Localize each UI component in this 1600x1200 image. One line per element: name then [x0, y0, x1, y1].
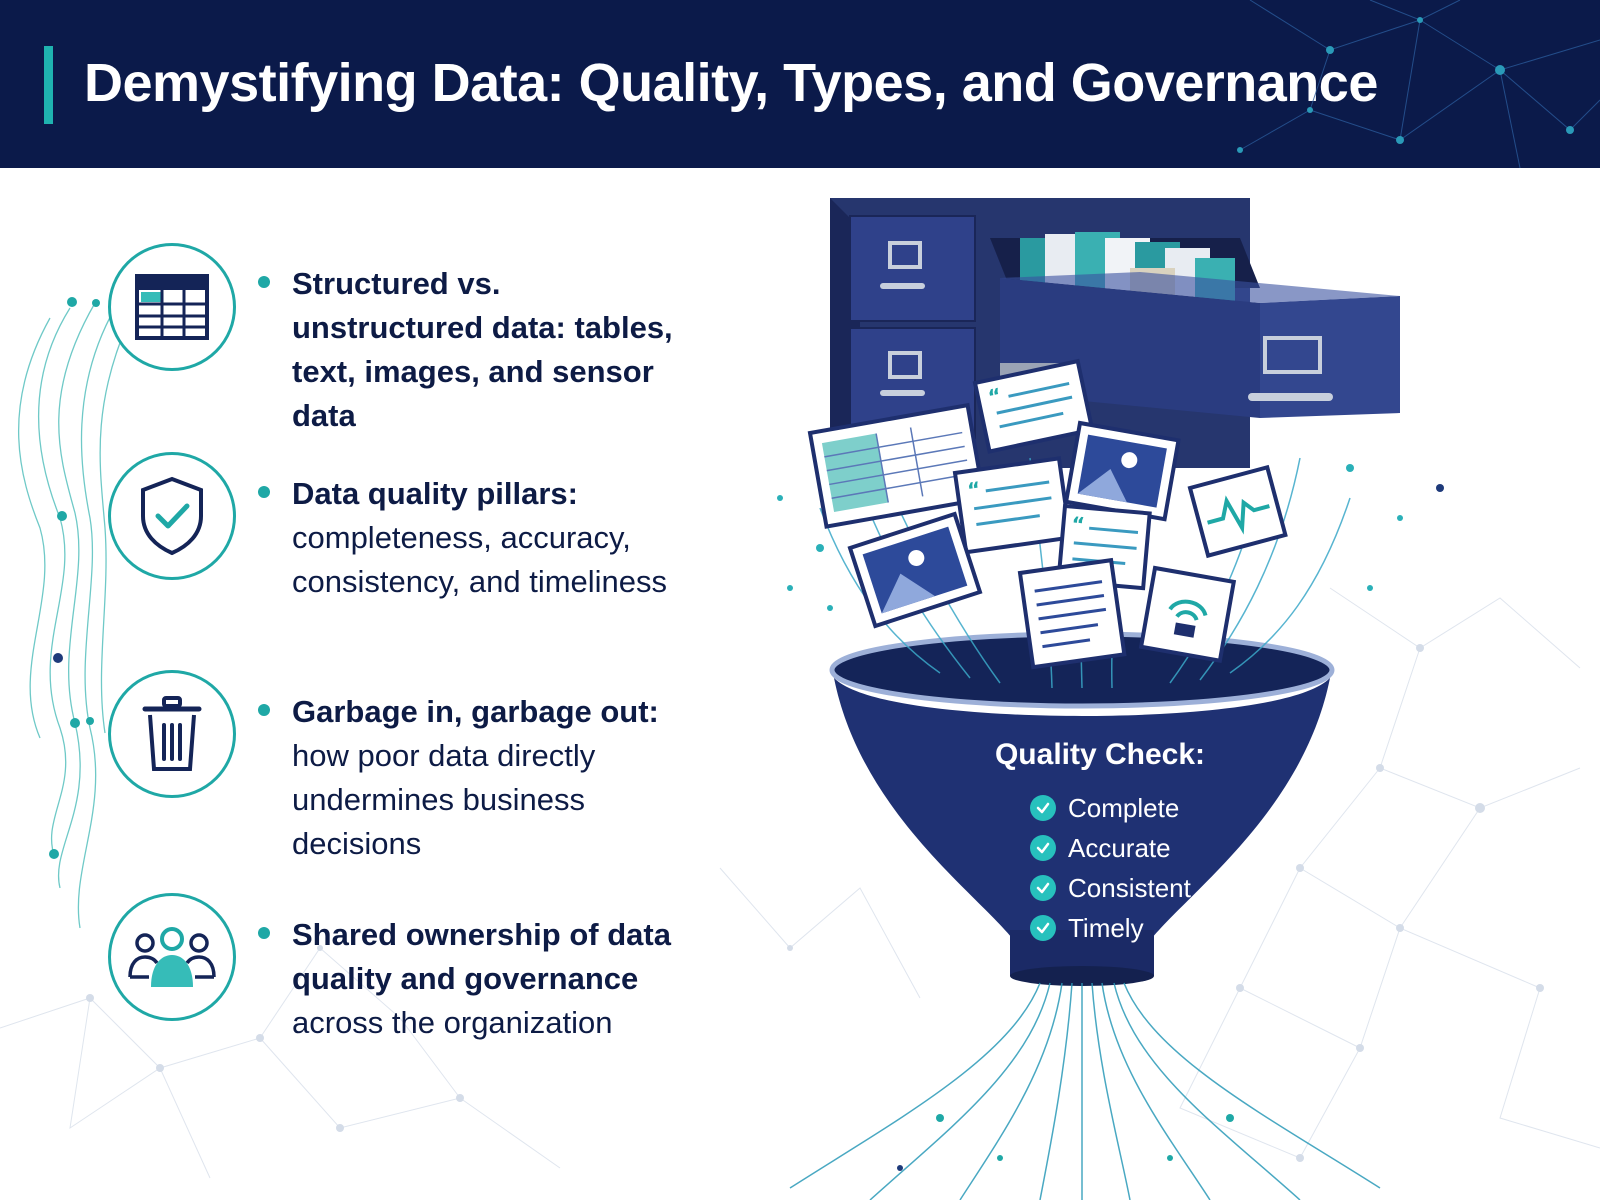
quality-check-label: Accurate — [1068, 832, 1171, 863]
point-lead: Data quality pillars: — [292, 476, 578, 511]
quality-check-item: Complete — [1030, 788, 1191, 828]
quality-check-item: Timely — [1030, 908, 1191, 948]
image-document — [847, 511, 983, 629]
quality-check-label: Consistent — [1068, 872, 1191, 903]
point-data-types: Structured vs. unstructured data: tables… — [258, 262, 698, 438]
check-circle-icon — [1030, 915, 1056, 941]
funnel — [829, 631, 1335, 986]
quality-check-item: Accurate — [1030, 828, 1191, 868]
svg-text:“: “ — [966, 477, 982, 503]
background-network — [0, 297, 1600, 1179]
point-lead: Garbage in, garbage out: — [292, 694, 659, 729]
quality-check-list: Complete Accurate Consistent Timely — [1030, 788, 1191, 948]
header-banner: Demystifying Data: Quality, Types, and G… — [0, 0, 1600, 168]
text-document: “ — [952, 456, 1073, 555]
page-title: Demystifying Data: Quality, Types, and G… — [84, 53, 1378, 113]
point-lead: Shared ownership of data quality and gov… — [292, 917, 671, 996]
point-detail: across the organization — [292, 1005, 613, 1040]
bullet — [258, 927, 270, 939]
people-group-icon — [128, 927, 216, 987]
sensor-document — [1187, 464, 1288, 559]
quality-check-item: Consistent — [1030, 868, 1191, 908]
bullet — [258, 486, 270, 498]
bullet — [258, 704, 270, 716]
text-document — [1017, 557, 1127, 670]
svg-text:“: “ — [1070, 512, 1085, 537]
point-detail: how poor data directly undermines busine… — [292, 738, 596, 861]
flying-documents: “ “ “ — [807, 358, 1288, 670]
bullet — [258, 276, 270, 288]
shield-icon-circle — [108, 452, 236, 580]
shield-check-icon — [141, 476, 203, 556]
image-document — [1063, 420, 1181, 522]
table-icon-circle — [108, 243, 236, 371]
text-document: “ — [972, 358, 1095, 454]
point-shared-ownership: Shared ownership of data quality and gov… — [258, 913, 698, 1045]
point-quality-pillars: Data quality pillars: completeness, accur… — [258, 472, 698, 604]
point-garbage-in: Garbage in, garbage out: how poor data di… — [258, 690, 698, 866]
network-decoration — [1237, 0, 1600, 168]
trash-icon-circle — [108, 670, 236, 798]
table-icon — [135, 274, 209, 340]
point-lead: Structured vs. unstructured data: tables… — [292, 266, 673, 433]
quality-check-title: Quality Check: — [994, 738, 1206, 771]
spreadsheet-document — [807, 402, 987, 529]
quality-check-label: Timely — [1068, 912, 1144, 943]
filing-cabinet — [830, 198, 1400, 468]
point-detail: completeness, accuracy, consistency, and… — [292, 520, 668, 599]
people-icon-circle — [108, 893, 236, 1021]
data-funnel-illustration: “ “ “ — [777, 198, 1444, 1200]
wireless-sensor-document — [1138, 565, 1237, 663]
trash-icon — [142, 696, 202, 771]
check-circle-icon — [1030, 835, 1056, 861]
check-circle-icon — [1030, 795, 1056, 821]
svg-text:“: “ — [986, 383, 1004, 409]
quality-check-label: Complete — [1068, 792, 1180, 823]
header-accent-bar — [44, 46, 53, 124]
check-circle-icon — [1030, 875, 1056, 901]
